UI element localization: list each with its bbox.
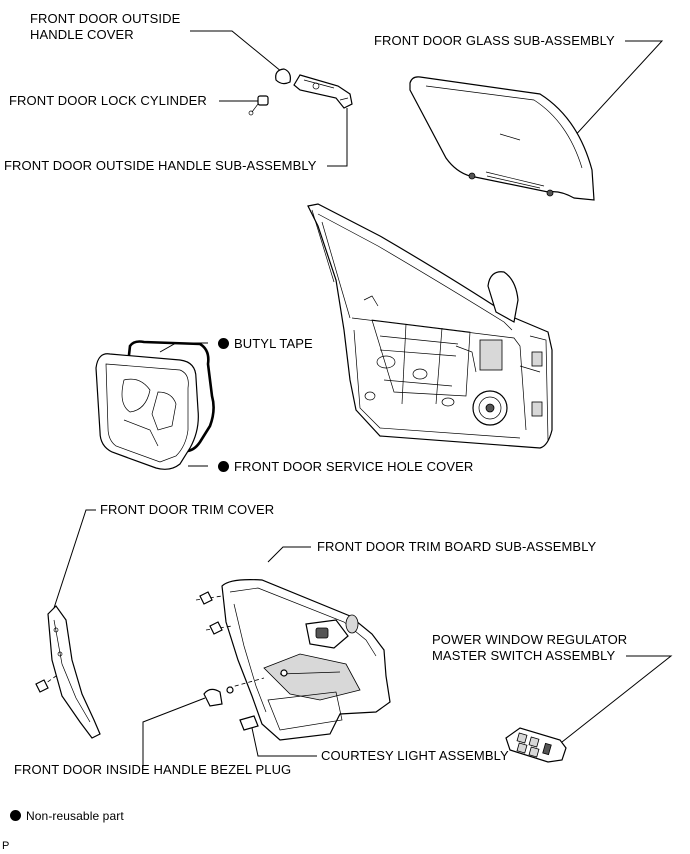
- master-switch-part: [505, 727, 567, 763]
- trim-cover-part: [35, 605, 101, 739]
- label-trim-cover: FRONT DOOR TRIM COVER: [100, 502, 275, 517]
- label-courtesy-light: COURTESY LIGHT ASSEMBLY: [321, 748, 509, 763]
- label-outside-handle-cover-line1: FRONT DOOR OUTSIDE: [30, 11, 181, 26]
- courtesy-light-part: [239, 715, 259, 731]
- footer-code: P: [2, 840, 10, 852]
- door-panel-part: [307, 203, 553, 449]
- outside-handle-cover-part: [275, 68, 291, 85]
- label-outside-handle-sub: FRONT DOOR OUTSIDE HANDLE SUB-ASSEMBLY: [4, 158, 317, 173]
- legend: Non-reusable part: [10, 808, 124, 824]
- label-power-window-switch: POWER WINDOW REGULATOR MASTER SWITCH ASS…: [432, 632, 627, 664]
- service-hole-cover-part: [95, 340, 215, 470]
- lock-cylinder-part: [248, 95, 269, 116]
- label-outside-handle-cover-line2: HANDLE COVER: [30, 27, 134, 42]
- label-power-window-line1: POWER WINDOW REGULATOR: [432, 632, 628, 647]
- label-service-hole-cover: FRONT DOOR SERVICE HOLE COVER: [218, 459, 473, 475]
- legend-text: Non-reusable part: [26, 809, 124, 823]
- bezel-plug-part: [203, 688, 223, 707]
- label-lock-cylinder: FRONT DOOR LOCK CYLINDER: [9, 93, 207, 108]
- label-butyl-tape: BUTYL TAPE: [218, 336, 313, 352]
- label-power-window-line2: MASTER SWITCH ASSEMBLY: [432, 648, 616, 663]
- outside-handle-part: [293, 74, 353, 109]
- non-reusable-dot-icon: [218, 461, 229, 472]
- label-service-hole-cover-text: FRONT DOOR SERVICE HOLE COVER: [234, 459, 474, 474]
- non-reusable-dot-icon: [218, 338, 229, 349]
- label-outside-handle-cover: FRONT DOOR OUTSIDE HANDLE COVER: [30, 11, 180, 43]
- label-butyl-tape-text: BUTYL TAPE: [234, 336, 313, 351]
- legend-dot-icon: [10, 810, 21, 821]
- label-inside-handle-bezel: FRONT DOOR INSIDE HANDLE BEZEL PLUG: [14, 762, 292, 777]
- label-trim-board: FRONT DOOR TRIM BOARD SUB-ASSEMBLY: [317, 539, 597, 554]
- door-glass-part: [409, 76, 595, 201]
- label-glass-sub: FRONT DOOR GLASS SUB-ASSEMBLY: [374, 33, 615, 48]
- trim-board-part: [195, 579, 391, 741]
